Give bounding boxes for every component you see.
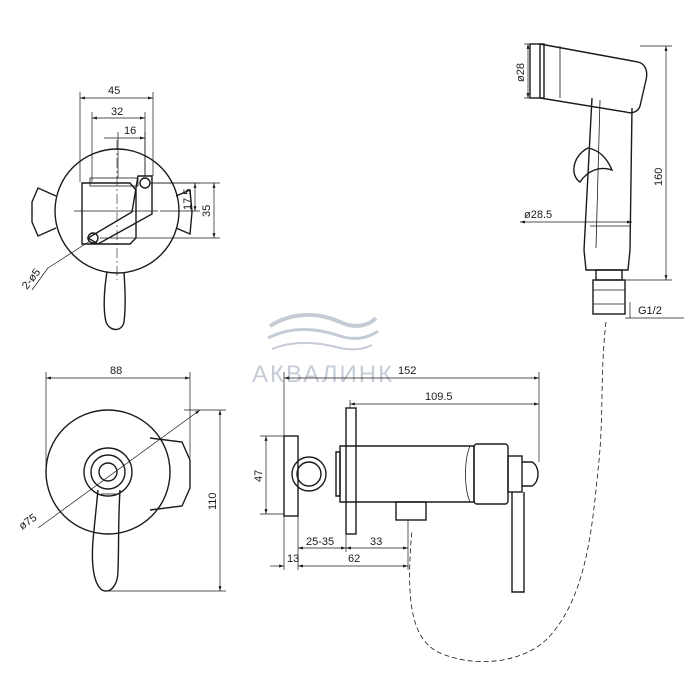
dim-label-16: 16 <box>124 125 136 137</box>
dim-label-152: 152 <box>398 365 416 377</box>
dim-label-109-5: 109.5 <box>425 391 453 403</box>
top-body-rib <box>89 177 139 187</box>
front-lever-outline <box>91 489 121 592</box>
dim-label-13: 13 <box>287 553 299 565</box>
dim-label-25-35: 25-35 <box>306 536 334 548</box>
side-lever-outline <box>511 492 525 593</box>
trigger-button <box>573 147 614 183</box>
dim-label-17-5: 17.5 <box>182 189 194 210</box>
dim-label-45: 45 <box>108 85 120 97</box>
dim-label-thread: G1/2 <box>638 305 662 317</box>
dim-label-32: 32 <box>111 106 123 118</box>
dim-label-110: 110 <box>207 492 219 510</box>
dim-label-d28: ø28 <box>515 63 527 82</box>
front-knob-outer <box>83 447 133 497</box>
front-knob-inner <box>98 462 118 482</box>
handshower-view: ø28 ø28.5 160 G1/2 <box>515 43 684 319</box>
dim-label-d28-5: ø28.5 <box>524 209 552 221</box>
holder-ring-inner <box>296 461 322 487</box>
dim-label-47: 47 <box>253 470 265 482</box>
left-wing-outline <box>31 187 57 237</box>
top-body-outline <box>81 182 137 245</box>
holder-bracket <box>283 435 299 517</box>
dim-label-33: 33 <box>370 536 382 548</box>
handle-outline <box>583 97 633 271</box>
knurled-cap <box>473 443 509 505</box>
top-view: 45 32 16 17.5 35 2-ø5 <box>20 85 220 331</box>
front-wing-outline <box>149 437 191 511</box>
dim-label-35: 35 <box>201 205 213 217</box>
connector-top <box>595 269 623 281</box>
spray-head-outline <box>539 43 648 114</box>
dim-label-160: 160 <box>653 168 665 186</box>
dim-label-d75: ø75 <box>17 512 39 533</box>
front-view: 88 110 ø75 <box>17 365 226 592</box>
holder-ring-outer <box>291 456 327 492</box>
connector-nut <box>592 279 626 315</box>
side-outlet <box>395 501 427 521</box>
front-knob-middle <box>90 454 126 490</box>
wall-plate <box>345 407 357 535</box>
front-plate-circle <box>45 409 171 535</box>
side-body-flange <box>335 451 341 497</box>
flexible-hose <box>409 321 607 662</box>
holes-leader-tail <box>31 267 49 291</box>
side-body-outline <box>339 445 475 503</box>
wave-logo-icon <box>267 312 379 351</box>
spray-head-face <box>529 43 545 99</box>
side-knob <box>507 455 523 493</box>
holes-leader-line <box>47 240 91 269</box>
mount-hole-top <box>139 177 151 189</box>
mount-hole-bottom <box>87 232 99 244</box>
dim-label-62: 62 <box>348 553 360 565</box>
side-view: 152 109.5 47 25-35 33 13 62 <box>253 365 540 593</box>
side-knob-tip <box>522 461 539 487</box>
side-body-curve <box>465 445 471 503</box>
watermark-text: АКВАЛИНК <box>252 361 394 388</box>
dim-label-88: 88 <box>110 365 122 377</box>
brand-watermark: АКВАЛИНК <box>252 312 394 388</box>
d75-leader-line <box>37 409 201 529</box>
right-wing-outline <box>175 188 193 236</box>
top-lever-outline <box>103 271 126 331</box>
top-bracket-outline <box>86 175 153 245</box>
